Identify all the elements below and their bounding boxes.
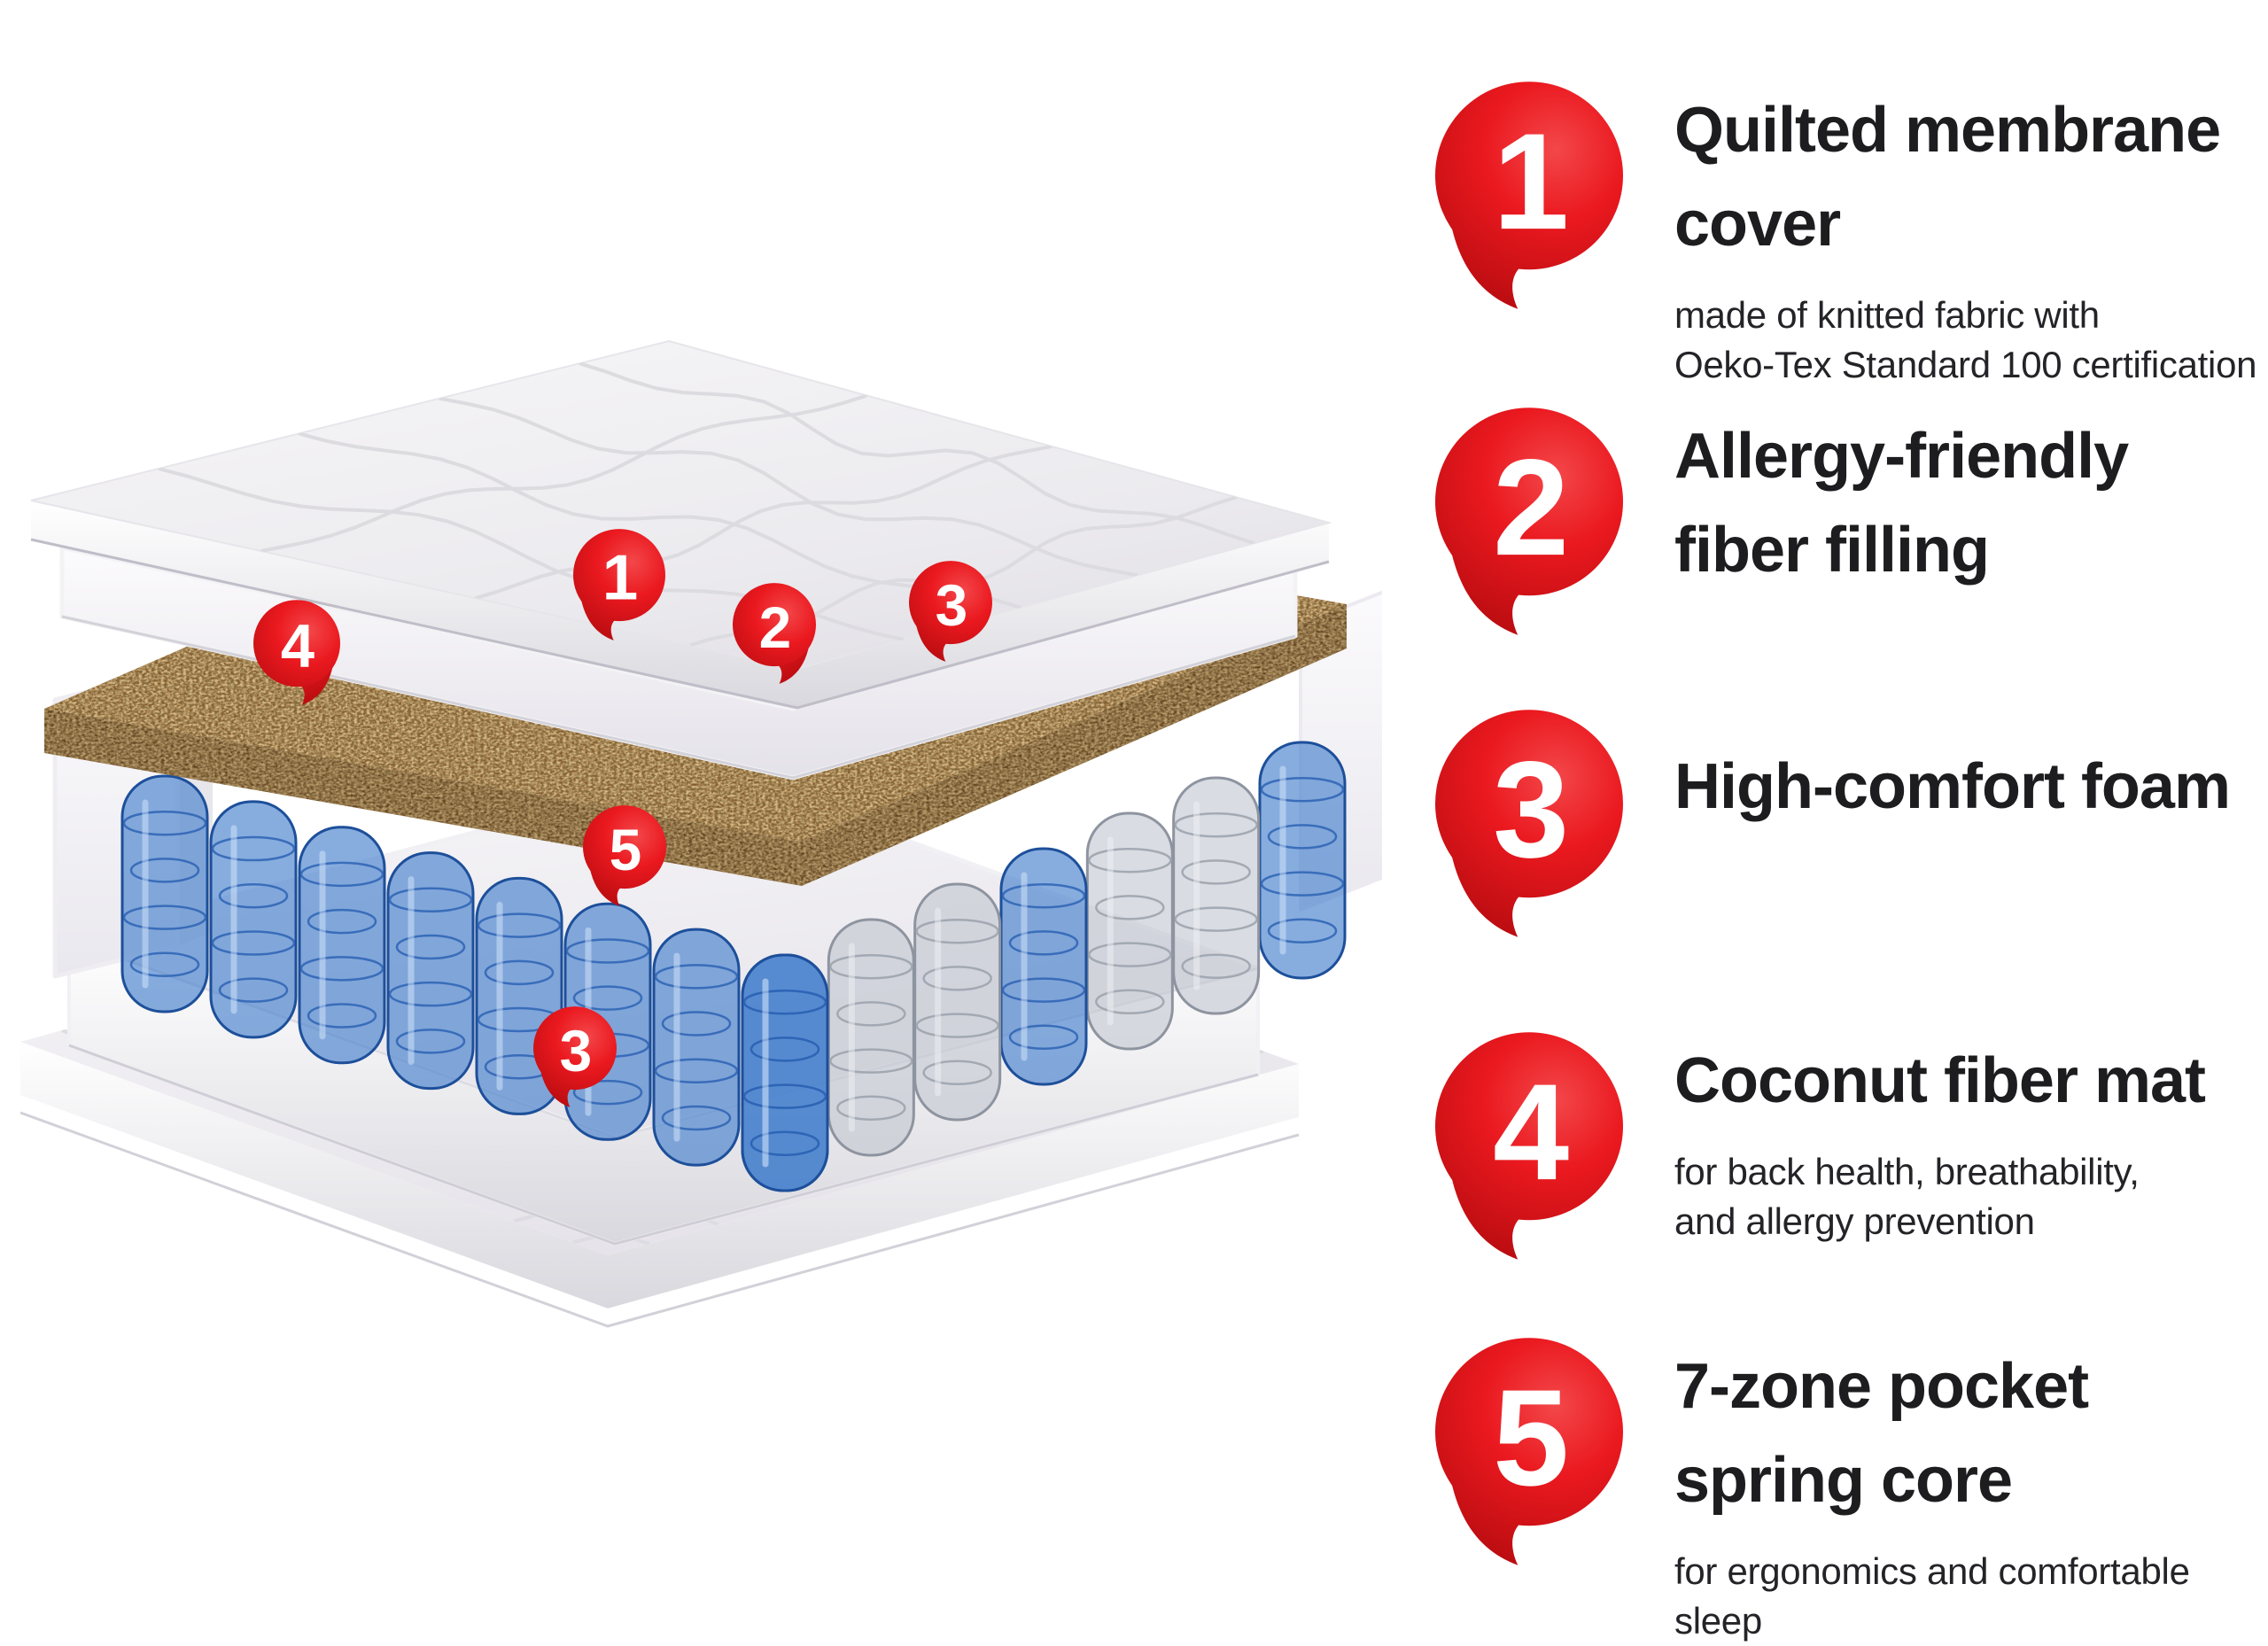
svg-text:1: 1 xyxy=(602,542,638,614)
marker-fiber-filling: 2 xyxy=(733,583,816,684)
legend-title: 7-zone pocket spring core xyxy=(1674,1351,2089,1516)
svg-text:4: 4 xyxy=(281,612,315,680)
legend-item-spring-core: 5 7-zone pocket spring core for ergonomi… xyxy=(1435,1338,2268,1646)
legend: 1 Quilted membrane cover made of knitted… xyxy=(1435,0,2268,1642)
svg-text:3: 3 xyxy=(1493,733,1569,886)
legend-item-fiber-filling: 2 Allergy-friendly fiber filling xyxy=(1435,408,2129,635)
layer-quilted-cover xyxy=(30,339,1332,710)
legend-item-coconut-mat: 4 Coconut fiber mat for back health, bre… xyxy=(1435,1032,2206,1260)
legend-item-quilted-cover: 1 Quilted membrane cover made of knitted… xyxy=(1435,82,2257,390)
svg-text:2: 2 xyxy=(759,594,792,660)
legend-item-comfort-foam: 3 High-comfort foam xyxy=(1435,710,2231,937)
legend-title: Quilted membrane cover xyxy=(1674,95,2221,260)
legend-number-2-balloon-icon: 2 xyxy=(1435,408,1623,635)
svg-text:4: 4 xyxy=(1493,1055,1569,1208)
svg-text:1: 1 xyxy=(1493,105,1569,258)
legend-number-3-balloon-icon: 3 xyxy=(1435,710,1623,937)
marker-quilted-cover: 1 xyxy=(573,529,665,641)
marker-spring-core: 5 xyxy=(583,805,666,906)
mattress-illustration xyxy=(19,339,1382,1328)
legend-description: made of knitted fabric with Oeko-Tex Sta… xyxy=(1674,294,2257,385)
legend-title: High-comfort foam xyxy=(1674,751,2231,822)
marker-comfort-foam-bottom: 3 xyxy=(533,1006,617,1107)
legend-number-1-balloon-icon: 1 xyxy=(1435,82,1623,309)
layer-pocket-springs xyxy=(120,741,1347,1192)
svg-text:3: 3 xyxy=(560,1018,593,1083)
legend-title: Coconut fiber mat xyxy=(1674,1045,2206,1116)
legend-number-4-balloon-icon: 4 xyxy=(1435,1032,1623,1260)
marker-coconut-mat: 4 xyxy=(253,600,340,705)
legend-title: Allergy-friendly fiber filling xyxy=(1674,421,2129,586)
marker-comfort-foam-top: 3 xyxy=(909,561,992,662)
mattress-infographic: 1 2 3 4 5 3 1 Quilted membran xyxy=(19,0,2268,1642)
svg-text:5: 5 xyxy=(1493,1361,1569,1514)
svg-text:2: 2 xyxy=(1493,431,1569,584)
legend-description: for back health, breathability, and alle… xyxy=(1674,1151,2140,1242)
svg-text:5: 5 xyxy=(610,817,642,882)
svg-text:3: 3 xyxy=(936,572,968,638)
legend-description: for ergonomics and comfortable sleep xyxy=(1674,1550,2190,1642)
legend-number-5-balloon-icon: 5 xyxy=(1435,1338,1623,1565)
